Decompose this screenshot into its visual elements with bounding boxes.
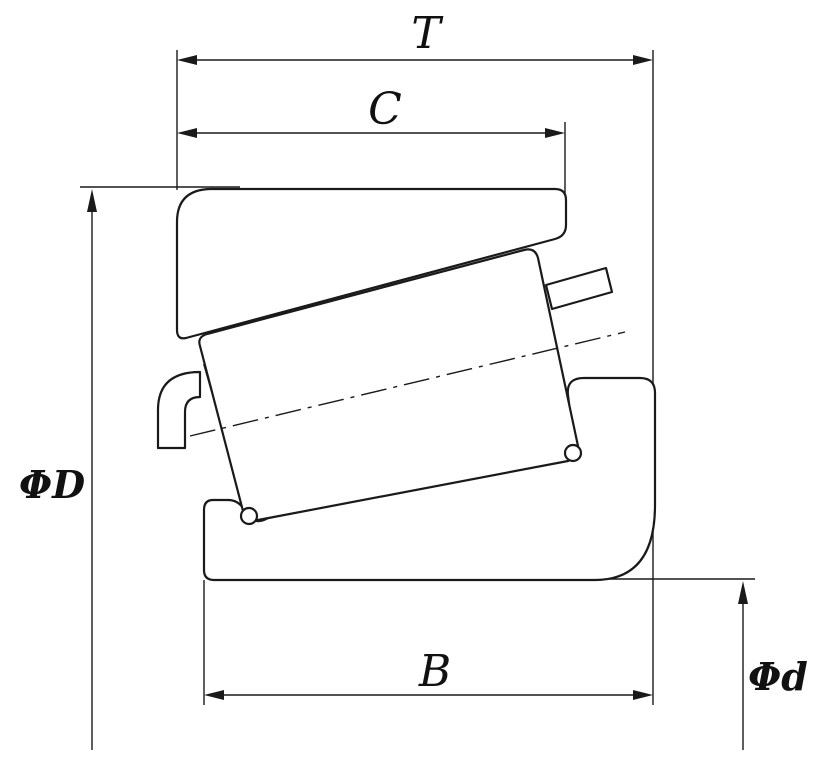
label-phi-d: Φd <box>748 654 808 699</box>
roller-axis-centerline <box>189 331 626 437</box>
arrow-right-icon <box>633 55 653 65</box>
roller-end-mark-left <box>203 363 213 393</box>
roller-body <box>198 248 580 522</box>
dimension-phi-d: Φd <box>600 578 808 750</box>
arrow-up-icon <box>738 581 748 604</box>
arrow-up-icon <box>87 189 97 212</box>
arrow-left-icon <box>177 55 197 65</box>
roller-edge-dot-left <box>239 506 259 526</box>
label-B: B <box>418 646 451 697</box>
dimension-C: C <box>177 84 566 200</box>
arrow-left-icon <box>204 690 224 700</box>
outer-ring-cup <box>175 187 568 340</box>
arrow-left-icon <box>177 128 197 138</box>
label-C: C <box>368 84 402 135</box>
arrow-right-icon <box>545 128 565 138</box>
roller-edge-dot-right <box>563 443 583 463</box>
tapered-roller <box>198 248 583 526</box>
cage-end-right <box>544 266 614 311</box>
label-T: T <box>411 8 444 59</box>
arrow-right-icon <box>633 690 653 700</box>
dimension-B: B <box>203 580 654 705</box>
dimension-phi-D: ΦD <box>19 186 240 750</box>
label-phi-D: ΦD <box>19 462 85 507</box>
cage-hook-left <box>156 370 202 450</box>
